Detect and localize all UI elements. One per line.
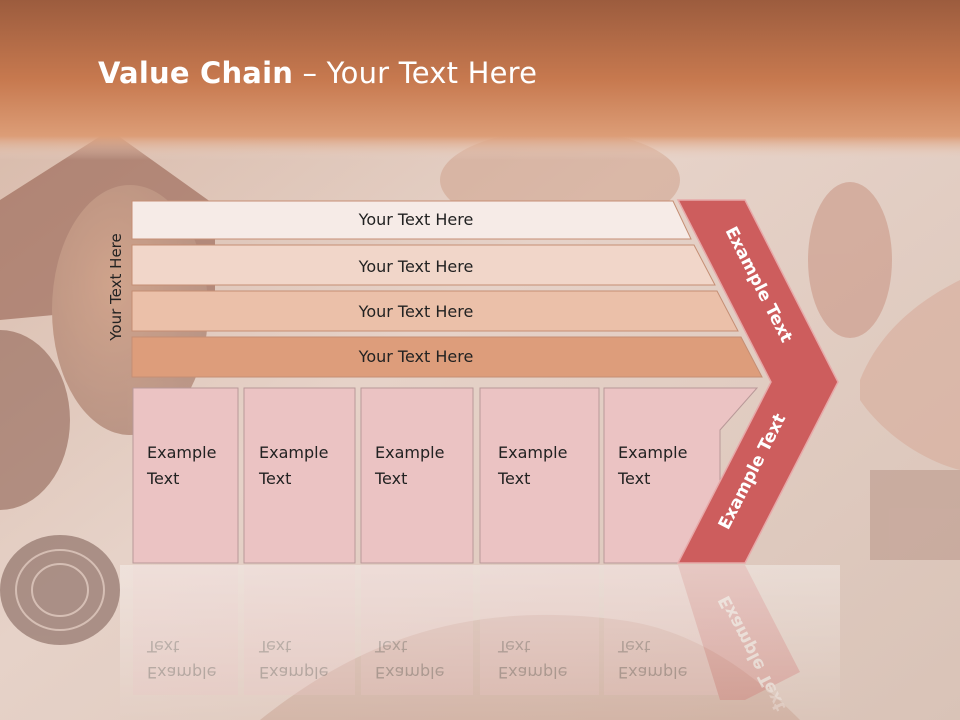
column-line2: Text bbox=[258, 469, 291, 488]
row-bar bbox=[131, 244, 716, 286]
header-band bbox=[0, 0, 960, 160]
row-bar bbox=[131, 200, 692, 240]
column-line1: Example bbox=[259, 443, 328, 462]
column-line1: Example bbox=[498, 443, 567, 462]
column-line2: Text bbox=[374, 469, 407, 488]
row-label: Your Text Here bbox=[358, 302, 474, 321]
column-line1: Example bbox=[147, 443, 216, 462]
column-box bbox=[132, 387, 239, 564]
column-box bbox=[243, 387, 356, 564]
row-bar bbox=[131, 336, 763, 378]
row-3: Your Text Here bbox=[131, 290, 739, 332]
column-line2: Text bbox=[617, 469, 650, 488]
chevron-shape bbox=[676, 199, 839, 564]
row-4: Your Text Here bbox=[131, 336, 763, 378]
column-line2: Text bbox=[497, 469, 530, 488]
row-label: Your Text Here bbox=[358, 210, 474, 229]
column-line2: Text bbox=[146, 469, 179, 488]
column-box bbox=[479, 387, 600, 564]
row-bar bbox=[131, 290, 739, 332]
column-line1: Example bbox=[618, 443, 687, 462]
title-rest: – Your Text Here bbox=[293, 56, 538, 90]
column-1: Example Text bbox=[132, 387, 239, 564]
reflection-fade bbox=[120, 565, 840, 720]
column-2: Example Text bbox=[243, 387, 356, 564]
page-title: Value Chain – Your Text Here bbox=[98, 56, 537, 90]
column-box bbox=[360, 387, 474, 564]
column-3: Example Text bbox=[360, 387, 474, 564]
row-2: Your Text Here bbox=[131, 244, 716, 286]
row-1: Your Text Here bbox=[131, 200, 692, 240]
row-label: Your Text Here bbox=[358, 347, 474, 366]
title-bold: Value Chain bbox=[98, 56, 294, 90]
column-line1: Example bbox=[375, 443, 444, 462]
side-label: Your Text Here bbox=[107, 233, 125, 341]
column-4: Example Text bbox=[479, 387, 600, 564]
row-label: Your Text Here bbox=[358, 257, 474, 276]
